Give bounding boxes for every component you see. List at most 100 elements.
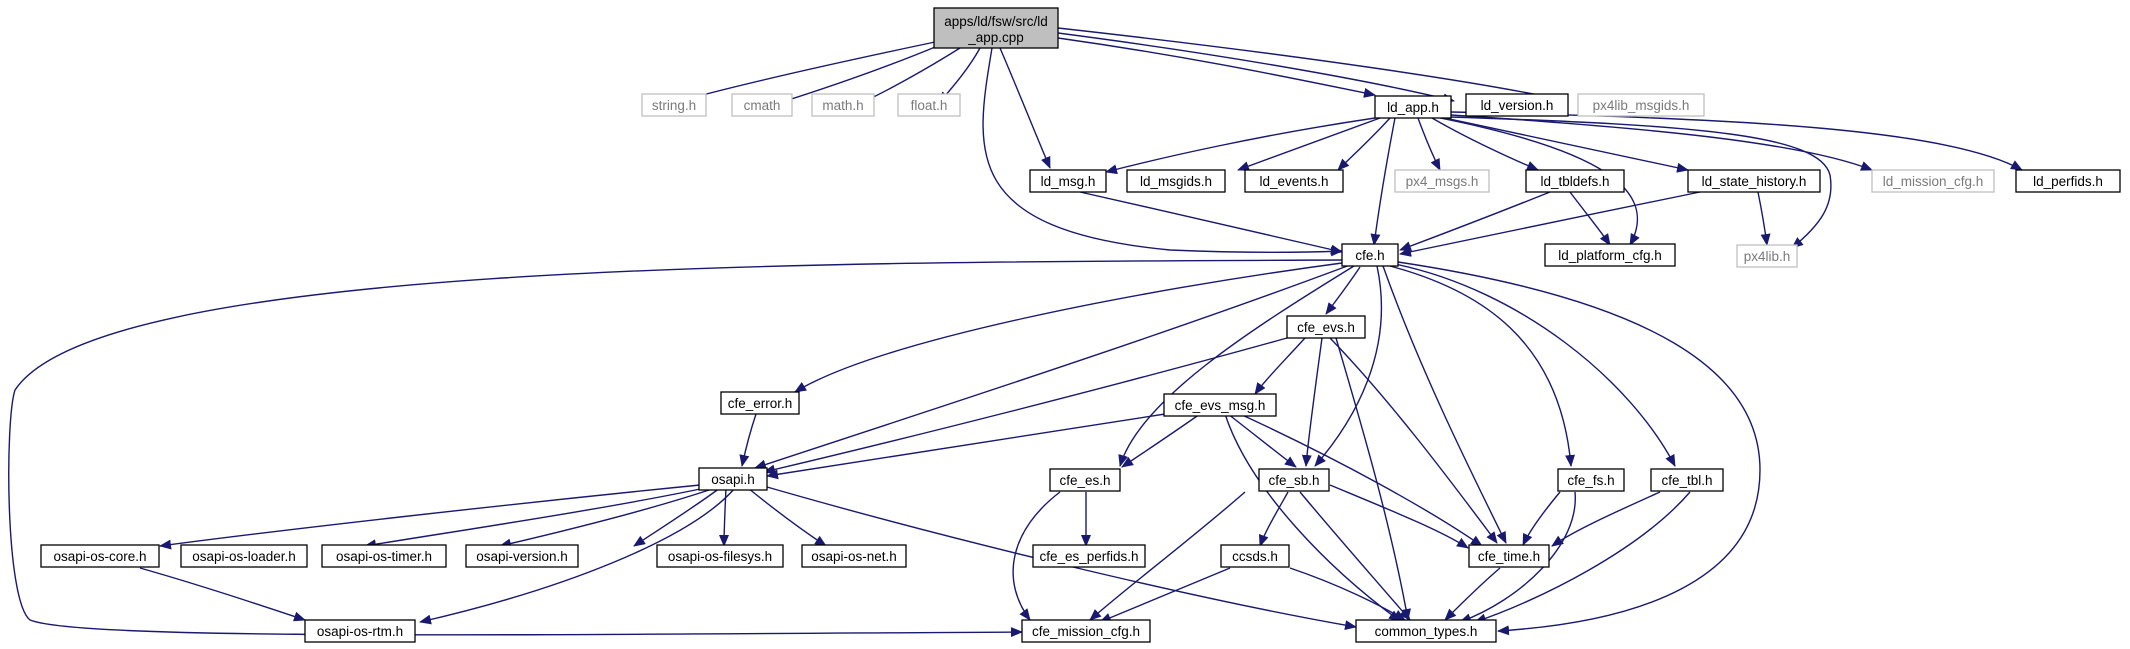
node-ld-version-h[interactable]: ld_version.h [1465, 93, 1569, 117]
node-cfe-evs-h[interactable]: cfe_evs.h [1286, 315, 1366, 339]
edge-ldapp-px4msgs [1417, 117, 1441, 171]
edge-osapi-osnet [747, 487, 827, 547]
edge-osapi-osloader [364, 487, 706, 550]
node-label: string.h [652, 98, 696, 113]
node-box [731, 93, 793, 117]
edge-root-px4libmsgids [1057, 27, 1569, 104]
node-osapi-os-rtm-h[interactable]: osapi-os-rtm.h [304, 619, 416, 643]
edge-ldapp-ldmsg [1105, 117, 1376, 175]
node-box [1465, 93, 1569, 117]
edge-cfe-cfefs [1389, 265, 1576, 467]
edge-cfeevsmsg-cfesb [1227, 413, 1297, 468]
node-cfe-error-h[interactable]: cfe_error.h [720, 391, 800, 415]
node-box [897, 93, 961, 117]
edge-ldapp-ldmsgids [1237, 117, 1381, 171]
node-osapi-os-timer-h[interactable]: osapi-os-timer.h [321, 544, 447, 568]
edge-ldapp-ldevents [1337, 117, 1391, 171]
node-label: ld_msg.h [1041, 174, 1096, 189]
node-ld-mission-cfg-h[interactable]: ld_mission_cfg.h [1871, 169, 1995, 193]
edge-ldapp-cfe [1370, 117, 1396, 246]
node-cfe-es-perfids-h[interactable]: cfe_es_perfids.h [1032, 544, 1146, 568]
edge-cfefs-commontypes [1459, 491, 1576, 623]
node-cfe-sb-h[interactable]: cfe_sb.h [1258, 468, 1330, 492]
node-osapi-os-net-h[interactable]: osapi-os-net.h [801, 544, 907, 568]
node-float-h[interactable]: float.h [897, 93, 961, 117]
node-label: osapi-version.h [476, 549, 568, 564]
node-box [180, 544, 308, 568]
node-label: osapi-os-net.h [811, 549, 897, 564]
node-cfe-tbl-h[interactable]: cfe_tbl.h [1650, 468, 1724, 492]
edge-cfe-cfesb [1314, 265, 1383, 467]
node-osapi-version-h[interactable]: osapi-version.h [465, 544, 579, 568]
node-box [1258, 468, 1330, 492]
node-box [465, 544, 579, 568]
edge-oscore-osrtm [139, 567, 306, 622]
node-label: cfe_es_perfids.h [1039, 549, 1138, 564]
node-cfe-fs-h[interactable]: cfe_fs.h [1557, 468, 1625, 492]
edge-cfeevs-cfesb [1301, 337, 1323, 467]
node-label: cfe_es.h [1059, 473, 1110, 488]
edge-cfeevs-cfetime [1329, 337, 1498, 544]
edge-ccsds-commontypes [1289, 567, 1406, 621]
edge-cfeevs-osapi [763, 337, 1288, 475]
node-osapi-os-filesys-h[interactable]: osapi-os-filesys.h [656, 544, 784, 568]
node-math-h[interactable]: math.h [811, 93, 875, 117]
node-cmath[interactable]: cmath [731, 93, 793, 117]
node-box [656, 544, 784, 568]
node-label: px4_msgs.h [1406, 174, 1479, 189]
edge-root-string [672, 41, 936, 105]
edge-cfetime-commontypes [1444, 567, 1501, 621]
node-label: cfe_time.h [1478, 549, 1540, 564]
node-ld-msg-h[interactable]: ld_msg.h [1029, 169, 1107, 193]
edge-ldmsg-cfe [1079, 191, 1343, 255]
node-cfe-es-h[interactable]: cfe_es.h [1049, 468, 1121, 492]
node-string-h[interactable]: string.h [641, 93, 707, 117]
node-box [811, 93, 875, 117]
node-box [641, 93, 707, 117]
node-box [1577, 93, 1705, 117]
node-osapi-os-core-h[interactable]: osapi-os-core.h [40, 544, 160, 568]
edge-ldstatehist-px4lib [1757, 191, 1771, 246]
node-cfe-evs-msg-h[interactable]: cfe_evs_msg.h [1163, 393, 1277, 417]
node-ld-msgids-h[interactable]: ld_msgids.h [1126, 169, 1226, 193]
node-label: ld_events.h [1259, 174, 1328, 189]
node-label: ld_platform_cfg.h [1558, 248, 1662, 263]
edge-osapi-osrtm [419, 487, 736, 625]
node-label: float.h [911, 98, 948, 113]
node-common-types-h[interactable]: common_types.h [1355, 619, 1497, 643]
node-osapi-os-loader-h[interactable]: osapi-os-loader.h [180, 544, 308, 568]
edge-root-cfe [982, 47, 1343, 257]
node-box [698, 467, 768, 491]
node-label: osapi-os-rtm.h [317, 624, 403, 639]
edge-cfe-cfeerror [794, 262, 1343, 393]
node-cfe-time-h[interactable]: cfe_time.h [1468, 544, 1550, 568]
node-label: cfe_tbl.h [1661, 473, 1712, 488]
node-ld-app-h[interactable]: ld_app.h [1374, 95, 1452, 119]
node-px4lib-msgids-h[interactable]: px4lib_msgids.h [1577, 93, 1705, 117]
node-ld-platform-cfg-h[interactable]: ld_platform_cfg.h [1544, 243, 1676, 267]
node-cfe-mission-cfg-h[interactable]: cfe_mission_cfg.h [1021, 619, 1151, 643]
node-label: osapi-os-timer.h [336, 549, 432, 564]
edge-cfeevs-commontypes [1335, 337, 1411, 621]
edge-cfesb-ccsds [1258, 491, 1289, 547]
edge-ldapp-ldstatehist [1444, 117, 1689, 173]
node-osapi-h[interactable]: osapi.h [698, 467, 768, 491]
edge-cfees-cfemissioncfg [1012, 491, 1061, 621]
node-box [321, 544, 447, 568]
node-root[interactable]: apps/ld/fsw/src/ld_app.cpp [933, 7, 1059, 49]
node-label: ld_perfids.h [2033, 174, 2103, 189]
node-ld-events-h[interactable]: ld_events.h [1244, 169, 1344, 193]
node-label: cfe_error.h [728, 396, 793, 411]
node-ld-state-history-h[interactable]: ld_state_history.h [1687, 169, 1821, 193]
node-label: ld_mission_cfg.h [1883, 174, 1984, 189]
node-px4lib-h[interactable]: px4lib.h [1736, 244, 1798, 268]
node-box [1244, 169, 1344, 193]
node-ccsds-h[interactable]: ccsds.h [1220, 544, 1290, 568]
node-ld-tbldefs-h[interactable]: ld_tbldefs.h [1525, 169, 1625, 193]
node-box [1021, 619, 1151, 643]
node-ld-perfids-h[interactable]: ld_perfids.h [2015, 169, 2121, 193]
node-px4-msgs-h[interactable]: px4_msgs.h [1394, 169, 1490, 193]
node-cfe-h[interactable]: cfe.h [1341, 243, 1399, 267]
edge-ldapp-ldmissioncfg [1450, 114, 1873, 171]
